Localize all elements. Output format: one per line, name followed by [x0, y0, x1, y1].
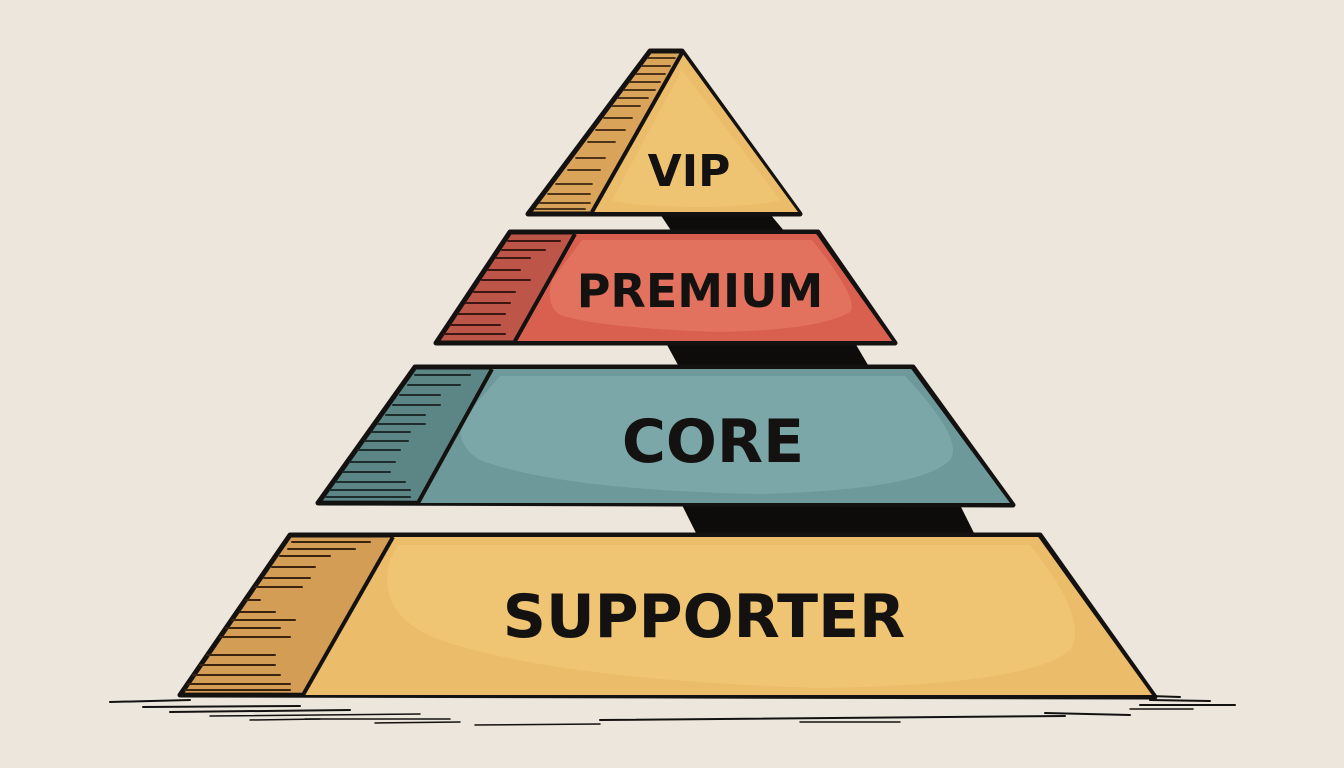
tier-label-premium: PREMIUM [576, 264, 824, 318]
tier-supporter-shape [177, 532, 1158, 700]
tier-vip-shape [525, 48, 803, 217]
tier-label-vip: VIP [647, 146, 731, 197]
tier-label-supporter: SUPPORTER [502, 582, 906, 652]
tier-core-shape [315, 364, 1016, 508]
tier-connectors [660, 214, 975, 535]
tier-premium-shape [433, 229, 898, 346]
ground-lines [109, 695, 1236, 726]
tier-label-core: CORE [621, 407, 805, 477]
